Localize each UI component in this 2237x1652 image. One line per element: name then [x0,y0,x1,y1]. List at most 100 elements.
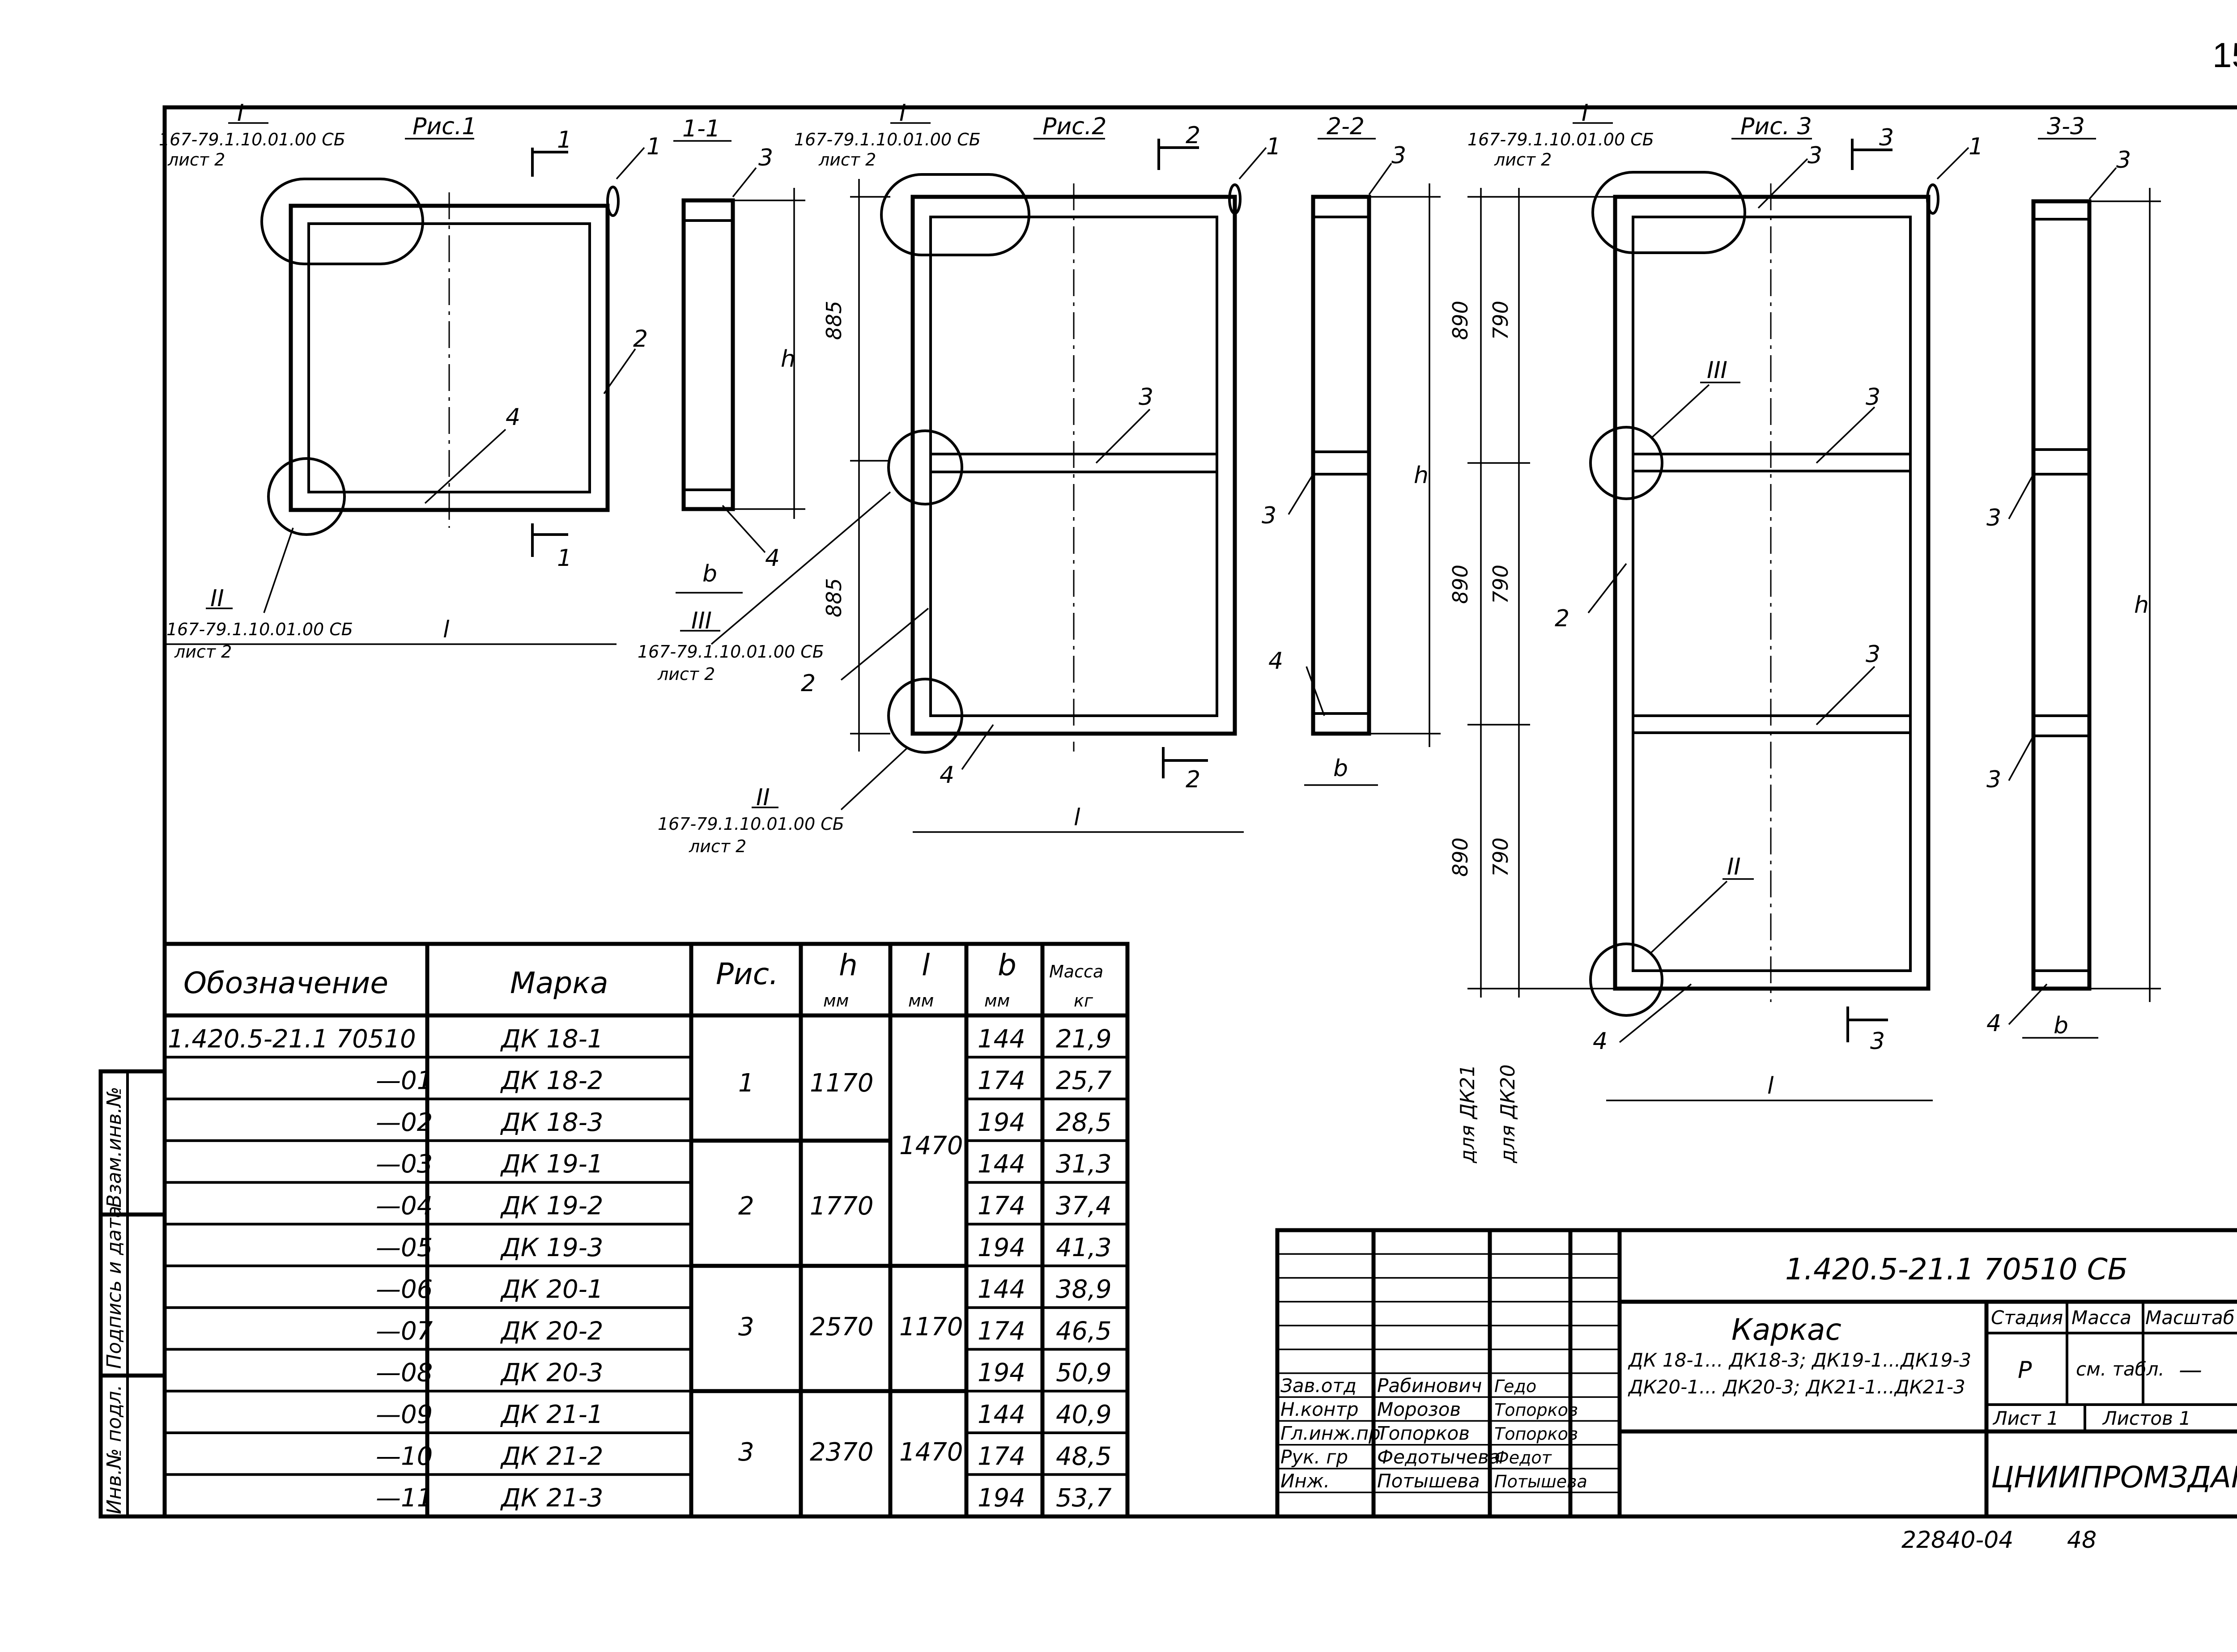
tb-stage: Р [2018,1357,2032,1384]
spec-cell-mass: 41,3 [1056,1233,1112,1262]
spec-header-mark: Марка [510,966,608,1000]
side-stamp-frame [98,1069,167,1519]
spec-cell-mass: 31,3 [1056,1150,1112,1179]
tb-signature-role: Зав.отд [1280,1375,1357,1397]
fig3-section-pos-3-upper: 3 [1986,505,2001,531]
fig3-ref-I-label: I [1582,100,1588,127]
fig3-section-board-top [2032,200,2091,221]
fig1-ref-II-sheet: лист 2 [174,642,232,662]
spec-cell-b: 144 [978,1400,1025,1429]
fig3-section-title: 3-3 [2047,113,2085,140]
fig3-pos-3-top: 3 [1807,142,1822,169]
spec-cell-b: 144 [978,1150,1025,1179]
fig2-ref-II-doc: 167-79.1.10.01.00 СБ [658,814,844,834]
spec-header-b-unit: мм [984,991,1010,1011]
fig3-ref-III-label: III [1707,357,1727,384]
spec-cell-designation: —08 [376,1359,433,1388]
spec-cell-designation: —01 [376,1066,433,1096]
tb-signature-name: Топорков [1377,1422,1470,1444]
fig2-leader-4 [961,724,994,770]
figure-3: Рис. 3 I 167-79.1.10.01.00 СБ лист 2 3 3… [1448,100,2161,1164]
tb-sheet: Лист 1 [1992,1407,2059,1429]
tb-signature-name: Морозов [1377,1398,1461,1420]
fig1-section-leader-3 [732,167,757,198]
spec-cell-b: 194 [978,1359,1025,1388]
spec-group-3-h: 2570 [810,1312,874,1342]
fig3-hook [1926,183,1939,215]
spec-cell-mark: ДК 19-3 [500,1233,603,1262]
spec-cell-mark: ДК 20-3 [500,1359,603,1388]
spec-header-fig: Рис. [716,957,778,991]
fig3-leader-2 [1587,563,1627,614]
fig3-section-leader-3-lower [2008,735,2034,781]
spec-cell-mass: 40,9 [1056,1400,1112,1429]
fig1-leader-1 [616,147,645,180]
spec-cell-designation: —04 [376,1192,433,1221]
bottom-code: 22840-04 [1901,1527,2013,1554]
fig3-crossbar-lower [1632,714,1912,734]
spec-cell-mass: 37,4 [1056,1192,1112,1221]
spec-table: Обозначение Марка Рис. h мм l мм b мм Ма… [162,942,1130,1519]
fig1-cut-label-bottom: 1 [557,545,572,572]
fig1-dim-b: b [702,561,717,587]
spec-header-designation: Обозначение [183,966,388,1000]
fig3-dk20-dim-3: 790 [1488,837,1513,877]
fig2-node-II-callout [887,678,963,754]
side-stamp-vzam: Взам.инв.№ [103,1087,126,1208]
fig2-section-title: 2-2 [1327,113,1365,140]
tb-signature-mark: Топорков [1494,1424,1578,1444]
fig3-section-board-lower [2032,714,2091,737]
figure-1: Рис.1 I 167-79.1.10.01.00 СБ лист 2 1 1 … [159,100,824,684]
fig1-section-pos-4: 4 [765,545,780,572]
spec-group-3-l: 1170 [899,1312,963,1342]
fig2-leader-3 [1095,408,1151,464]
spec-cell-mass: 38,9 [1056,1275,1112,1304]
fig3-pos-3-upper: 3 [1866,384,1880,411]
spec-cell-b: 174 [978,1317,1025,1346]
fig3-leader-3-upper [1816,406,1876,464]
spec-cell-mass: 53,7 [1056,1484,1112,1513]
fig3-leader-3-top [1757,158,1808,209]
fig2-title: Рис.2 [1042,113,1106,140]
tb-signature-role: Гл.инж.пр [1280,1422,1381,1444]
spec-cell-designation: —11 [376,1484,433,1513]
spec-cell-designation: 1.420.5-21.1 70510 [168,1024,416,1053]
tb-stage-label: Стадия [1991,1307,2063,1329]
fig3-section-board-bottom [2032,969,2091,990]
spec-header-h-unit: мм [823,991,849,1011]
fig3-label-dk20: для ДК20 [1497,1064,1519,1164]
title-block: 1.420.5-21.1 70510 СБ Каркас ДК 18-1... … [1275,1228,2237,1519]
fig3-dk20-dim-1: 790 [1488,301,1513,340]
spec-group-4-fig: 3 [738,1438,754,1467]
fig3-label-dk21: для ДК21 [1456,1064,1479,1164]
sheet-frame [162,105,2237,1519]
tb-subtitle-1: ДК 18-1... ДК18-3; ДК19-1...ДК19-3 [1628,1349,1971,1371]
spec-cell-b: 174 [978,1192,1025,1221]
fig3-dk21-dim-3: 890 [1448,837,1472,877]
spec-cell-designation: —02 [376,1108,433,1137]
fig3-dk21-dim-2: 890 [1448,565,1472,604]
fig2-ref-I-sheet: лист 2 [818,150,876,170]
spec-group-1-fig: 1 [738,1069,754,1098]
fig3-section-leader-4 [2008,983,2048,1025]
fig1-section-board-top [682,199,734,222]
spec-cell-b: 194 [978,1108,1025,1137]
fig1-ref-III-doc: 167-79.1.10.01.00 СБ [638,642,824,662]
tb-signature-mark: Потышева [1494,1472,1587,1491]
fig2-section-pos-4: 4 [1268,648,1283,675]
fig2-leader-2 [840,607,929,681]
bottom-number: 48 [2067,1527,2097,1554]
fig3-ref-II-label: II [1727,854,1741,880]
fig3-frame-outer [1613,195,1931,991]
fig3-section-body [2031,199,2092,991]
fig1-hook [606,186,620,217]
fig3-ref-I-doc: 167-79.1.10.01.00 СБ [1467,130,1654,149]
fig3-pos-3-lower: 3 [1866,641,1880,668]
fig3-node-I-callout [1591,171,1746,254]
tb-mass-label: Масса [2071,1307,2131,1329]
spec-cell-b: 194 [978,1233,1025,1262]
spec-header-l-unit: мм [908,991,934,1011]
